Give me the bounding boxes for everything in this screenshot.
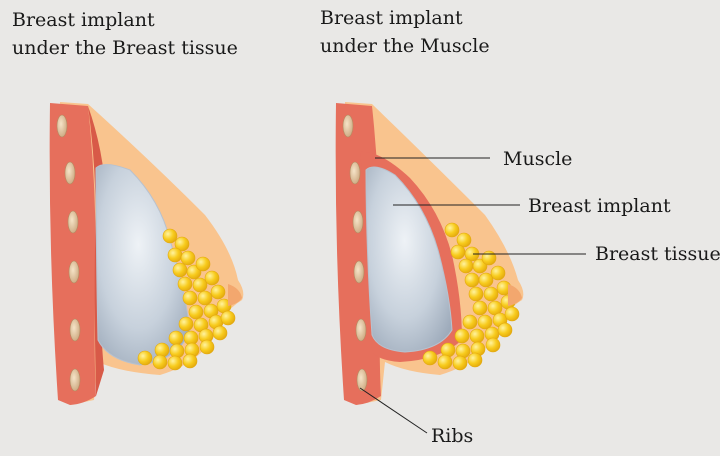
right-ribs [342,114,368,392]
left-title: Breast implant under the Breast tissue [12,6,238,62]
left-muscle-band [49,103,96,405]
left-title-line-2: under the Breast tissue [12,37,238,59]
breast-tissue-label: Breast tissue [595,243,720,265]
ribs-label: Ribs [431,425,474,447]
right-title: Breast implant under the Muscle [320,4,490,60]
left-title-line-1: Breast implant [12,9,155,31]
muscle-label: Muscle [503,148,573,170]
right-fat-cluster [422,222,520,371]
right-illustration [335,102,586,434]
left-illustration [49,102,244,405]
ribs-leader-line [359,387,428,434]
right-title-line-2: under the Muscle [320,35,490,57]
left-nipple [228,284,242,306]
right-nipple [508,284,522,306]
breast-implant-label: Breast implant [528,195,671,217]
left-fat-cluster [137,228,236,371]
right-implant [365,166,453,353]
right-title-line-1: Breast implant [320,7,463,29]
left-ribs [56,114,81,392]
